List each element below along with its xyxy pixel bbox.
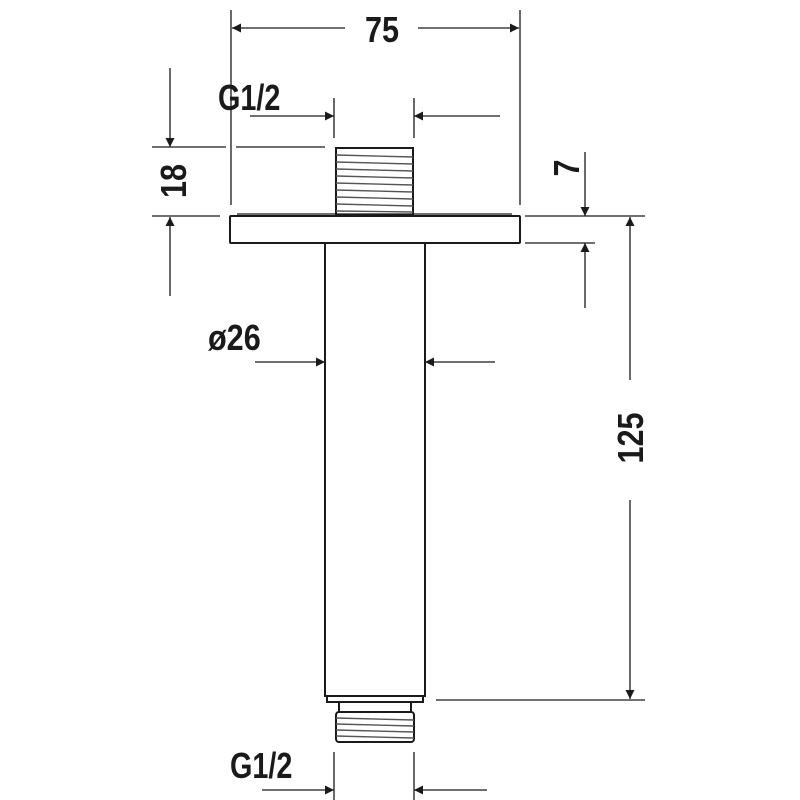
- width-dimension-label: 75: [365, 11, 399, 51]
- top-thread-label: G1/2: [218, 77, 280, 118]
- diameter-dimension: ø26: [208, 319, 495, 367]
- bottom-thread-label: G1/2: [230, 745, 292, 786]
- top-thread-dimension: G1/2: [218, 77, 500, 138]
- height-18-label: 18: [155, 164, 195, 198]
- top-thread: [335, 147, 414, 216]
- height-18-dimension: 18: [152, 68, 325, 296]
- length-label: 125: [612, 412, 652, 463]
- bottom-thread-dimension: G1/2: [230, 745, 487, 800]
- width-dimension: 75: [230, 10, 521, 205]
- flange-thickness-dimension: 7: [525, 152, 645, 308]
- diameter-label: ø26: [208, 319, 261, 359]
- tube: [324, 242, 426, 713]
- flange: [229, 213, 521, 244]
- bottom-thread: [335, 711, 415, 743]
- flange-thickness-label: 7: [548, 159, 588, 176]
- length-dimension: 125: [436, 217, 652, 701]
